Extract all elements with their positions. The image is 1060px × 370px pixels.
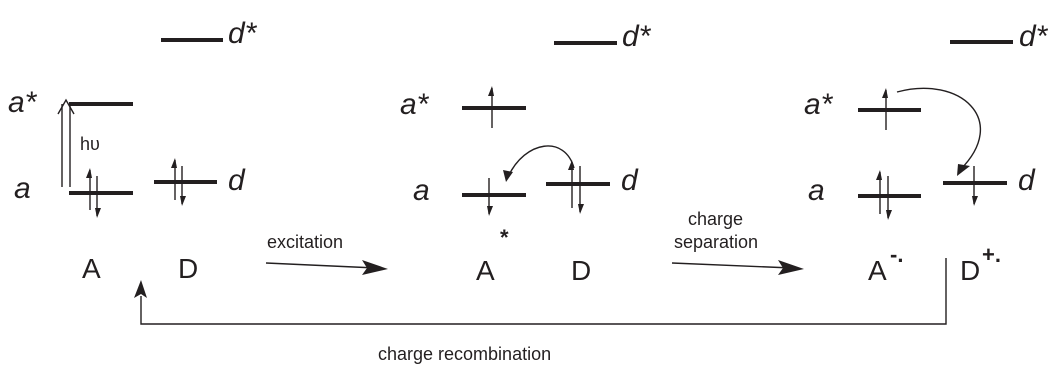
stage3-astar-electron-up-head xyxy=(882,88,888,98)
stage1-astar-label: a* xyxy=(8,86,38,119)
stage2-a-electron-down-head xyxy=(487,206,493,216)
stage1-a-electron-up-head xyxy=(86,168,92,178)
stage1-dstar-label: d* xyxy=(228,17,258,50)
stage3-astar-label: a* xyxy=(804,88,834,121)
stage3-acceptor-label: A xyxy=(868,255,887,286)
stage3-donor-superscript: +. xyxy=(982,242,1001,267)
stage2-dstar-label: d* xyxy=(622,20,652,53)
charge-separation-label-line1: charge xyxy=(688,209,743,229)
charge-recombination-arrowhead xyxy=(134,280,147,298)
stage2-d-electron-down-head xyxy=(578,204,584,214)
photon-arrowhead xyxy=(57,98,75,115)
stage1-donor-label: D xyxy=(178,253,198,284)
stage1-acceptor-label: A xyxy=(82,253,101,284)
stage3-a-label: a xyxy=(808,174,825,207)
stage-2-excited-state: d* a* a d A * D xyxy=(400,20,652,286)
charge-recombination-path xyxy=(140,258,947,325)
stage1-d-electron-up-head xyxy=(171,158,177,168)
excitation-arrow-line xyxy=(265,262,377,269)
excitation-transition: excitation xyxy=(265,232,388,275)
charge-separation-arrowhead xyxy=(778,260,804,275)
stage3-recombination-arc-head xyxy=(957,164,970,176)
stage2-d-label: d xyxy=(621,164,639,197)
stage2-acceptor-superscript: * xyxy=(500,225,509,250)
stage-3-charge-separated-state: d* a* a d A -. D +. xyxy=(804,20,1049,286)
stage1-a-electron-down-head xyxy=(95,208,101,218)
charge-separation-arrow-line xyxy=(671,262,793,269)
stage3-acceptor-superscript: -. xyxy=(890,242,903,267)
stage-1-ground-state: d* a* hυ a d A D xyxy=(8,17,258,284)
excitation-arrowhead xyxy=(362,260,388,275)
stage3-d-electron-down-head xyxy=(972,196,978,206)
stage2-astar-electron-up-head xyxy=(488,86,494,96)
stage2-a-label: a xyxy=(413,174,430,207)
charge-separation-label-line2: separation xyxy=(674,232,758,252)
charge-separation-transition: charge separation xyxy=(671,209,804,275)
charge-recombination-transition: charge recombination xyxy=(134,258,947,364)
stage3-d-label: d xyxy=(1018,164,1036,197)
stage3-a-electron-down-head xyxy=(886,210,892,220)
stage1-d-electron-down-head xyxy=(180,196,186,206)
stage2-electron-transfer-arc xyxy=(507,145,575,178)
stage2-electron-transfer-head xyxy=(503,170,513,182)
stage1-a-label: a xyxy=(14,172,31,205)
stage2-d-electron-up-head xyxy=(568,160,574,170)
stage2-acceptor-label: A xyxy=(476,255,495,286)
stage3-a-electron-up-head xyxy=(876,170,882,180)
stage2-astar-label: a* xyxy=(400,88,430,121)
excitation-label: excitation xyxy=(267,232,343,252)
charge-recombination-label: charge recombination xyxy=(378,344,551,364)
photon-label: hυ xyxy=(80,134,100,154)
stage3-recombination-arc xyxy=(896,87,982,171)
stage2-donor-label: D xyxy=(571,255,591,286)
stage3-donor-label: D xyxy=(960,255,980,286)
stage3-dstar-label: d* xyxy=(1019,20,1049,53)
stage1-d-label: d xyxy=(228,164,246,197)
